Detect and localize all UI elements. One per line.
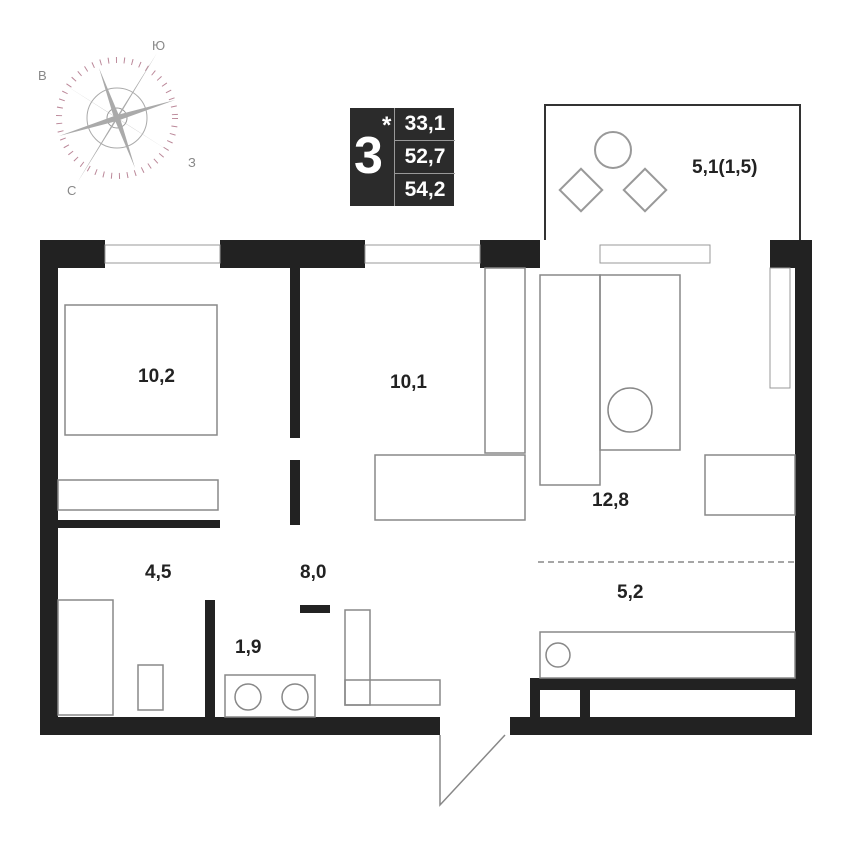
living-area: 33,1 <box>395 108 455 141</box>
compass-label-south: Ю <box>152 38 166 53</box>
room-living-area: 12,8 <box>592 490 629 511</box>
room-hall-area: 8,0 <box>300 562 327 583</box>
total-with-balcony: 54,2 <box>404 178 446 201</box>
apartment-badge: 3 * 33,1 52,7 54,2 <box>350 108 455 206</box>
room-bathroom-area: 4,5 <box>145 562 172 583</box>
room-bedroom-area: 10,2 <box>138 366 175 387</box>
compass-label-west: З <box>188 155 196 170</box>
total-area: 52,7 <box>395 141 455 174</box>
windows <box>104 244 791 389</box>
compass-rose <box>56 53 178 183</box>
room-count: 3 <box>354 127 383 185</box>
room-kitchen-area: 5,2 <box>617 582 644 603</box>
room-wc-area: 1,9 <box>235 637 262 658</box>
furniture <box>57 267 796 807</box>
room-balcony-area: 5,1(1,5) <box>692 157 758 178</box>
balcony <box>544 104 801 240</box>
compass-label-east: В <box>38 68 47 83</box>
compass-label-north: С <box>67 183 77 198</box>
walls <box>40 240 812 735</box>
room-marker: * <box>382 112 392 139</box>
room-2-area: 10,1 <box>390 372 427 393</box>
